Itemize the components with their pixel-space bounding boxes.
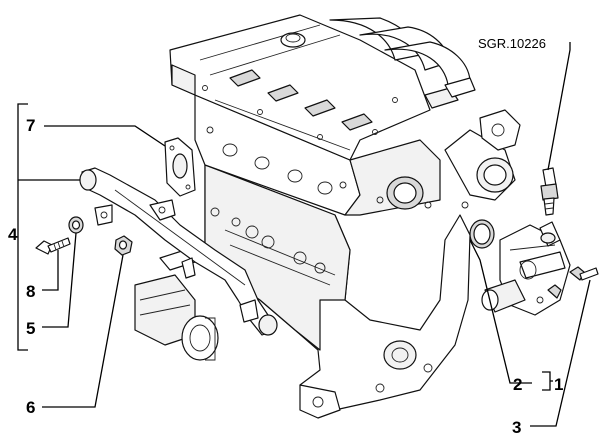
washer-5	[68, 216, 84, 234]
callout-4: 4	[8, 225, 18, 244]
gasket-7	[164, 137, 196, 197]
water-pipe	[79, 167, 278, 336]
callout-5: 5	[26, 319, 35, 338]
thermostat-housing-1	[481, 221, 571, 316]
temperature-sensor	[540, 167, 559, 216]
callout-6: 6	[26, 398, 35, 417]
callout-7: 7	[26, 116, 35, 135]
callout-8: 8	[26, 282, 35, 301]
bolt-8	[35, 237, 71, 255]
nut-6	[114, 235, 133, 256]
oil-filter-assembly	[134, 249, 219, 361]
engine-assembly	[169, 14, 521, 419]
o-ring-2	[469, 219, 495, 249]
callout-3: 3	[512, 418, 521, 435]
callout-2: 2	[513, 375, 522, 394]
leader-lines	[17, 42, 591, 427]
bolts-3	[547, 266, 599, 299]
callout-1: 1	[554, 375, 563, 394]
reference-code-label: SGR.10226	[478, 36, 546, 51]
